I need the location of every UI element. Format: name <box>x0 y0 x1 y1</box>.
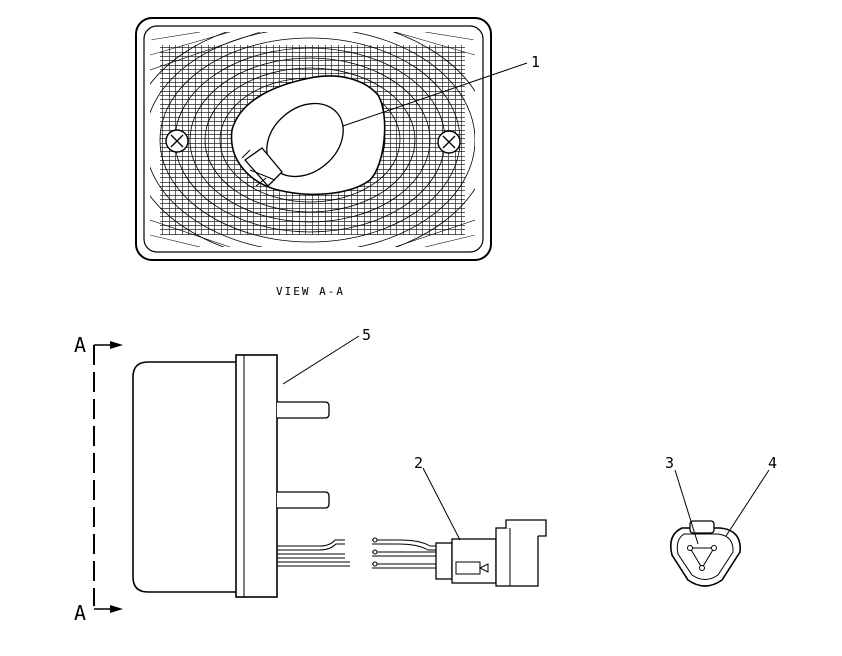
terminal-shell <box>669 527 741 587</box>
leader-line-1 <box>342 62 528 127</box>
leader-line-5 <box>282 335 360 385</box>
leader-line-2 <box>422 467 461 541</box>
lamp-housing <box>132 361 236 593</box>
lamp-side-view: 5 <box>132 326 371 598</box>
leader-line-4 <box>725 469 770 537</box>
connector-assembly: 2 <box>372 454 547 587</box>
terminal-pin-c <box>699 565 705 571</box>
terminal-pin-a <box>687 545 693 551</box>
callout-1: 1 <box>531 53 540 71</box>
lamp-inner-frame <box>143 25 484 253</box>
mounting-stud-upper <box>277 401 330 419</box>
bulb-base <box>244 147 283 187</box>
connector-body <box>451 538 497 584</box>
mounting-stud-lower <box>277 491 330 509</box>
lamp-outer-frame <box>135 17 492 261</box>
section-mark-bottom: A <box>74 601 86 625</box>
section-arrow-bottom-icon <box>110 605 123 613</box>
callout-3: 3 <box>665 454 674 472</box>
terminal-end-view: 3 4 <box>665 454 777 587</box>
lamp-wires <box>277 539 350 567</box>
lamp-front-view: 1 <box>135 17 540 261</box>
connector-lock-tab <box>505 519 547 537</box>
left-screw-icon <box>165 129 189 153</box>
connector-wires <box>372 537 438 569</box>
terminal-pin-b <box>711 545 717 551</box>
view-caption: VIEW A-A <box>276 285 345 298</box>
connector-latch-window <box>455 561 481 575</box>
callout-5: 5 <box>362 326 371 344</box>
leader-line-3 <box>674 469 699 545</box>
lamp-flange <box>235 354 278 598</box>
connector-housing <box>495 527 539 587</box>
connector-seal <box>435 542 453 580</box>
terminal-triangle <box>689 547 715 569</box>
callout-2: 2 <box>414 454 423 472</box>
callout-4: 4 <box>768 454 777 472</box>
section-line <box>93 341 123 613</box>
section-mark-top: A <box>74 333 86 357</box>
right-screw-icon <box>437 130 461 154</box>
terminal-key <box>689 520 715 534</box>
section-arrow-top-icon <box>110 341 123 349</box>
